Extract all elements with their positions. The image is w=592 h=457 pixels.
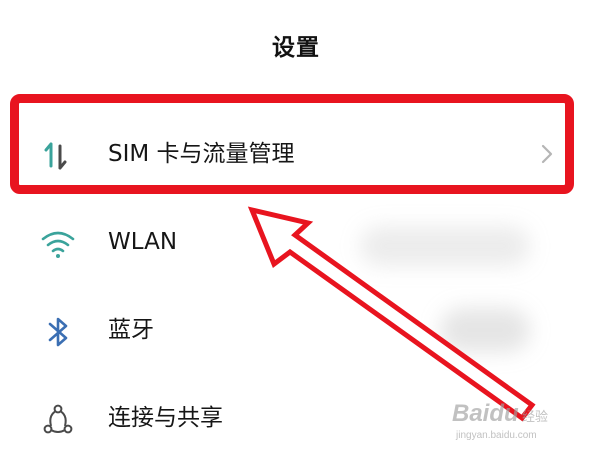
connection-share-icon	[38, 400, 78, 440]
chevron-right-icon	[536, 141, 558, 167]
settings-item-label: SIM 卡与流量管理	[108, 141, 295, 167]
page-title: 设置	[272, 35, 320, 61]
settings-item-bluetooth[interactable]: 蓝牙	[0, 296, 592, 364]
settings-item-wlan[interactable]: WLAN	[0, 208, 592, 276]
bluetooth-icon	[38, 312, 78, 352]
settings-item-label: WLAN	[108, 229, 178, 255]
wifi-icon	[38, 224, 78, 264]
settings-item-label: 蓝牙	[108, 317, 154, 343]
settings-item-connection-sharing[interactable]: 连接与共享	[0, 384, 592, 452]
settings-item-sim[interactable]: SIM 卡与流量管理	[0, 120, 592, 188]
settings-item-label: 连接与共享	[108, 405, 223, 431]
sim-data-icon	[38, 136, 78, 176]
blurred-region	[440, 308, 530, 352]
blurred-region	[360, 226, 530, 266]
